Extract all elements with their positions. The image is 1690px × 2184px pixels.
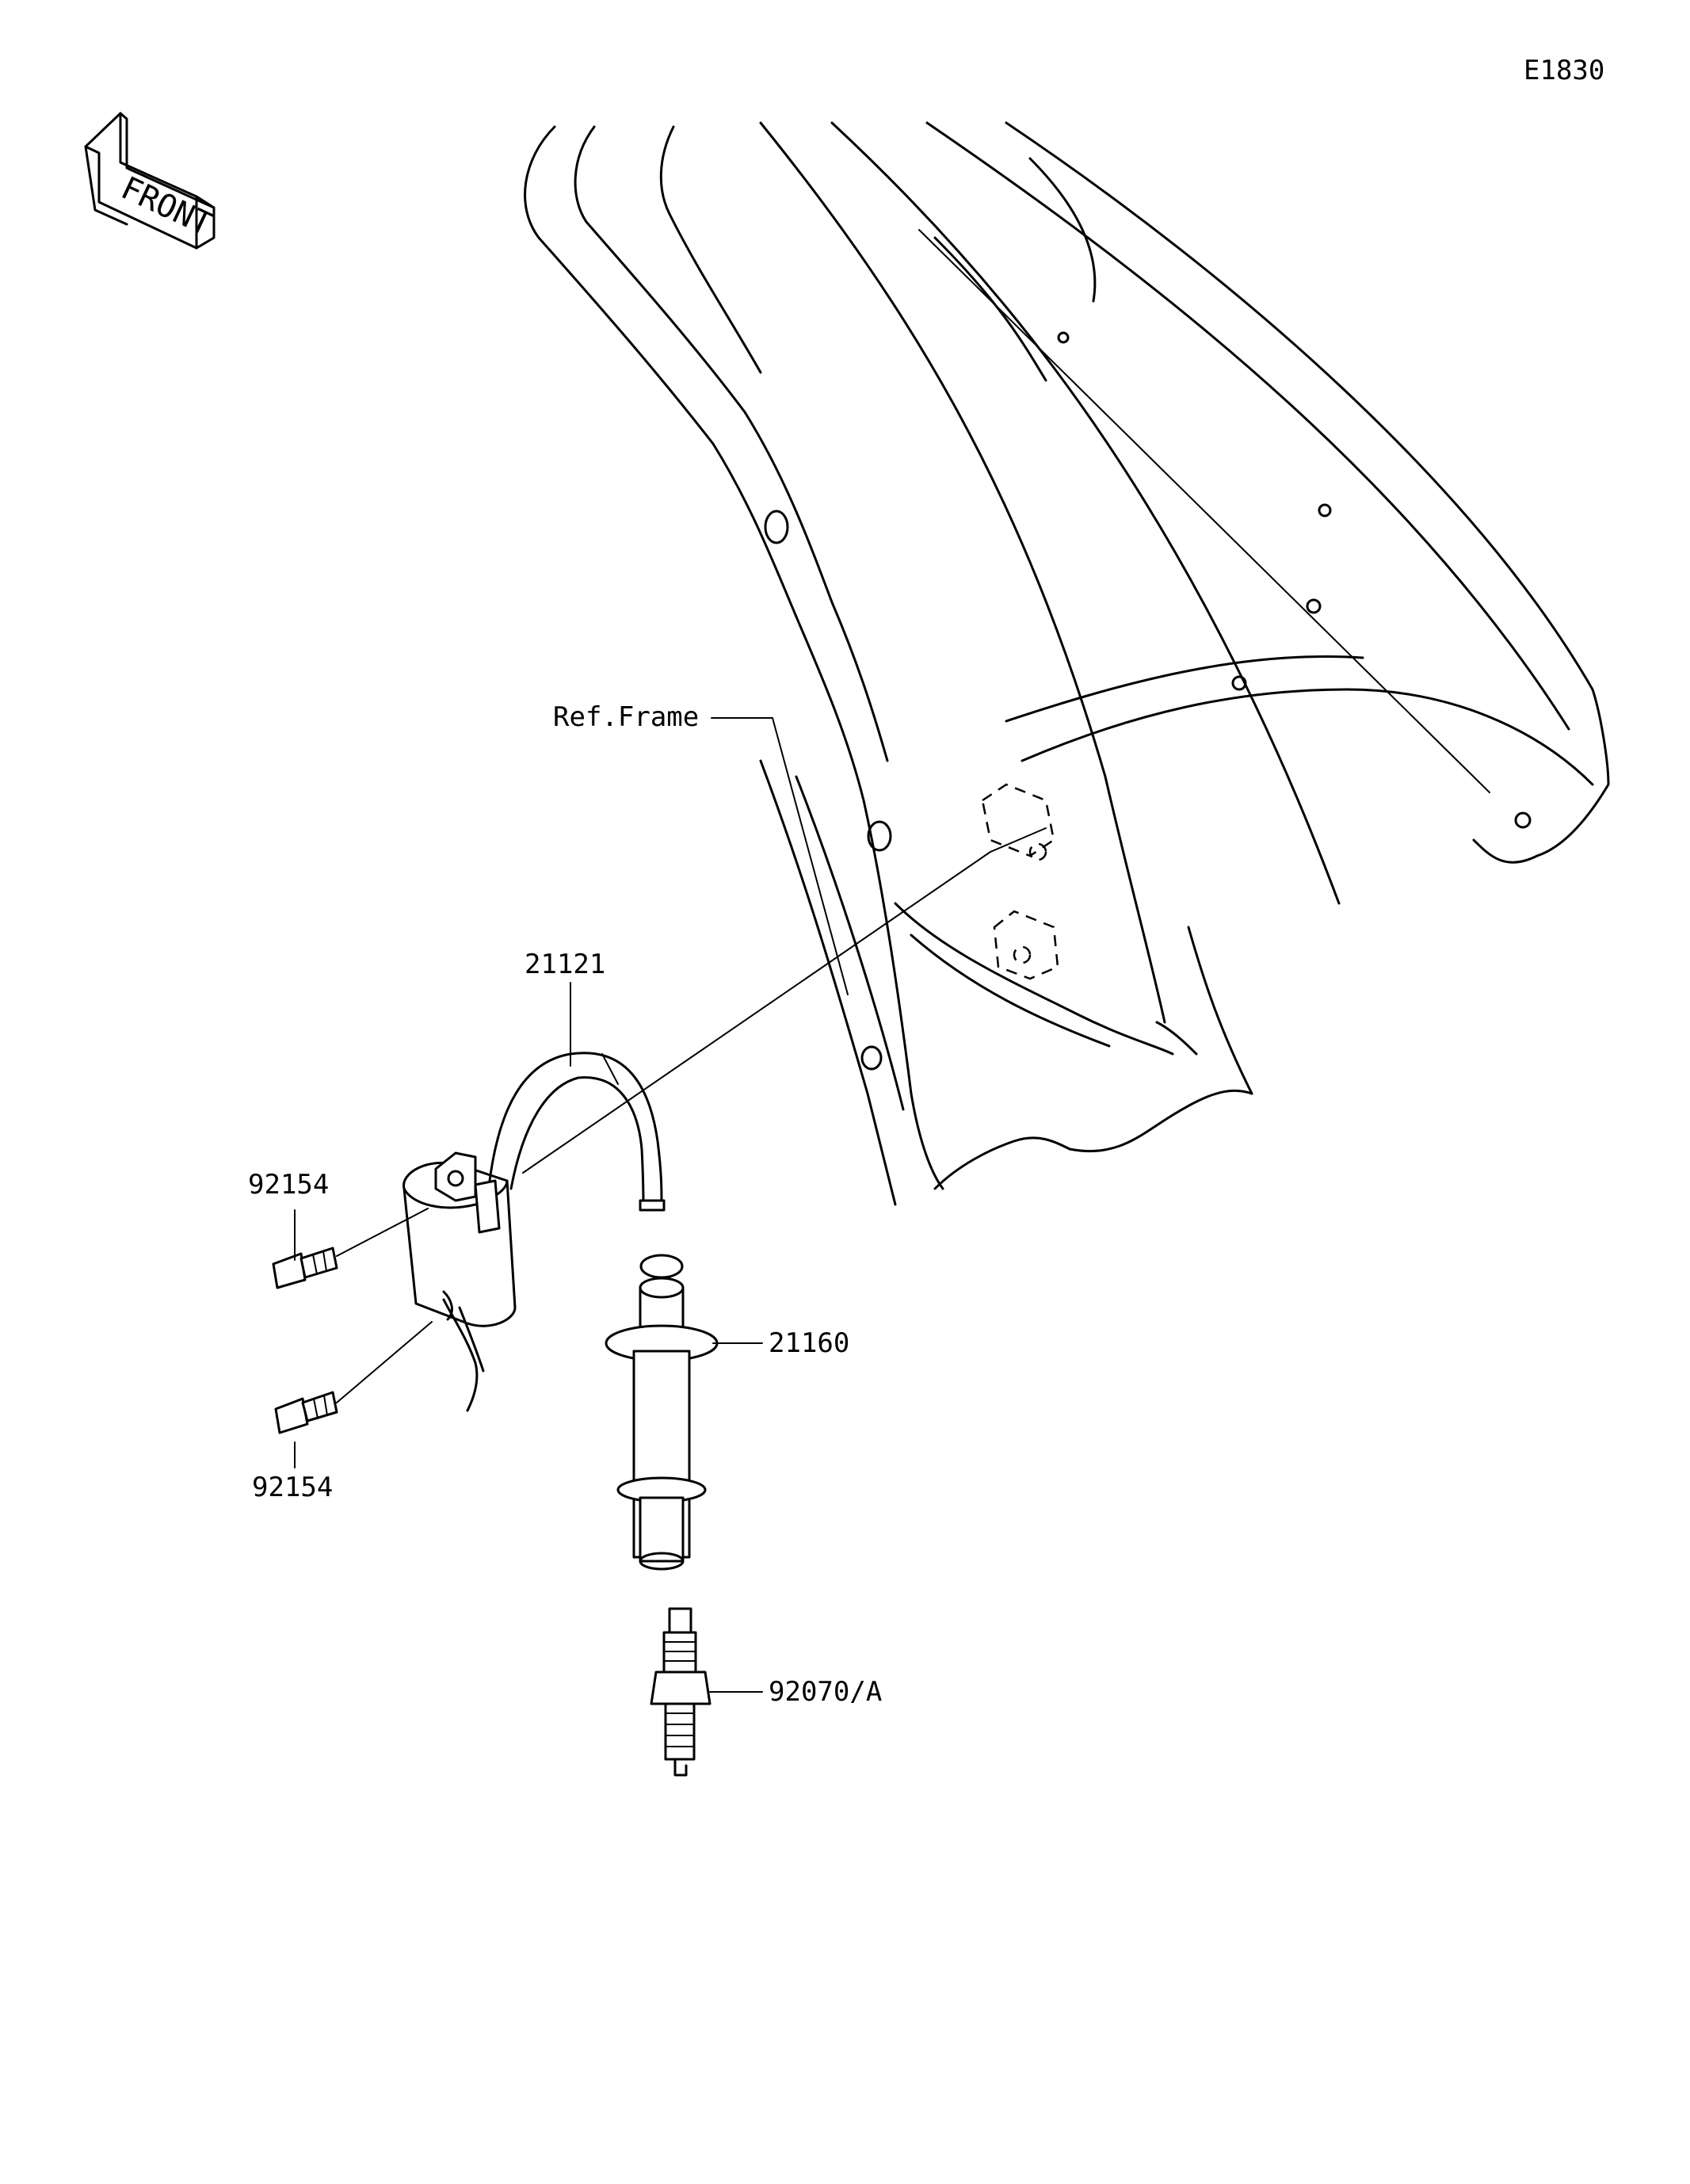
spark-plug bbox=[650, 1607, 711, 1777]
diagram-code: E1830 bbox=[1524, 55, 1605, 86]
part-number-92070a[interactable]: 92070/A bbox=[769, 1676, 883, 1708]
leader-lines bbox=[294, 717, 1047, 1693]
bolt-lower bbox=[274, 1391, 338, 1434]
ignition-coil-assembly bbox=[402, 1151, 517, 1412]
plug-cap bbox=[605, 1254, 719, 1571]
bolt-upper bbox=[272, 1247, 338, 1289]
ref-frame-label: Ref.Frame bbox=[553, 701, 700, 733]
part-number-21160[interactable]: 21160 bbox=[769, 1327, 850, 1359]
part-number-21121[interactable]: 21121 bbox=[525, 949, 606, 980]
frame-outline bbox=[524, 121, 1610, 1206]
part-number-92154-upper[interactable]: 92154 bbox=[248, 1169, 330, 1201]
high-tension-lead bbox=[488, 1052, 666, 1212]
front-arrow-icon: FRONT bbox=[84, 112, 218, 250]
part-number-92154-lower[interactable]: 92154 bbox=[252, 1472, 334, 1503]
front-arrow-label: FRONT bbox=[116, 170, 218, 243]
